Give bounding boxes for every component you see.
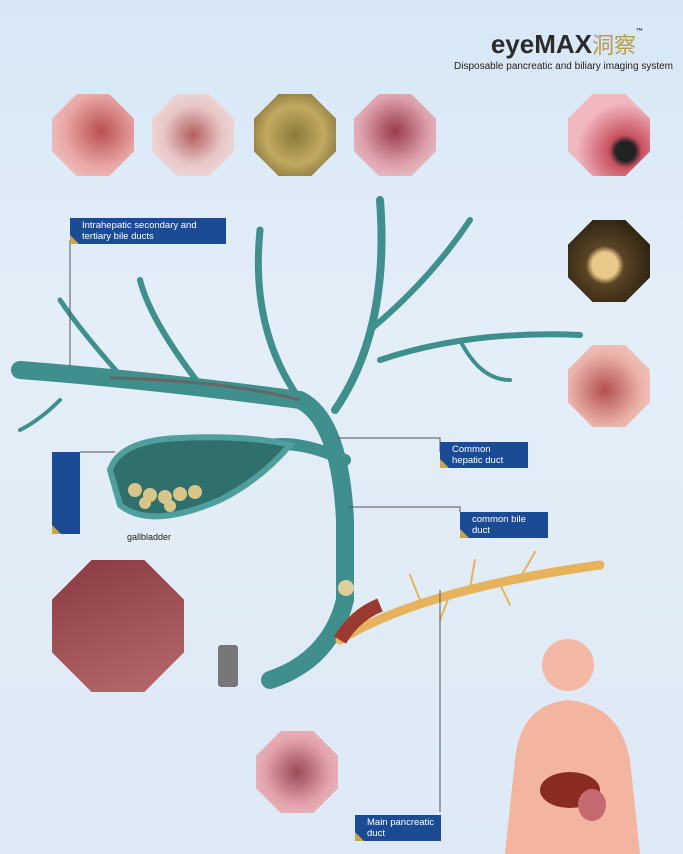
gallbladder-shape — [106, 434, 296, 520]
endoscopic-image-2 — [152, 94, 234, 176]
label-main-pancreatic-duct: Main pancreatic duct — [355, 815, 441, 841]
brand-name: eyeMAX — [490, 29, 592, 59]
endoscopic-image-4 — [354, 94, 436, 176]
endoscopic-image-1 — [52, 94, 134, 176]
trademark: ™ — [636, 28, 643, 35]
brand-logo: eyeMAX洞察™ — [491, 28, 643, 60]
label-common-bile-duct: common bile duct — [460, 512, 548, 538]
brand-subtitle: Disposable pancreatic and biliary imagin… — [454, 61, 673, 72]
inset-illustration — [52, 560, 184, 692]
endoscopic-image-bottom — [256, 731, 338, 813]
pancreatic-duct — [335, 551, 605, 645]
brand-chinese: 洞察 — [591, 33, 636, 58]
label-blank-box — [52, 452, 80, 534]
endoscopic-image-7 — [568, 345, 650, 427]
endoscopic-image-3 — [254, 94, 336, 176]
label-intrahepatic-ducts: Intrahepatic secondary and tertiary bile… — [70, 218, 226, 244]
scope-line — [109, 376, 301, 402]
bile-ducts — [11, 196, 583, 689]
label-common-hepatic-duct: Common hepatic duct — [440, 442, 528, 468]
human-figure — [505, 639, 640, 854]
endoscopic-image-stone — [568, 220, 650, 302]
label-gallbladder: gallbladder — [127, 532, 172, 542]
endoscopic-image-5 — [568, 94, 650, 176]
duodenoscope-tip — [218, 645, 238, 687]
gallstones — [128, 483, 202, 512]
